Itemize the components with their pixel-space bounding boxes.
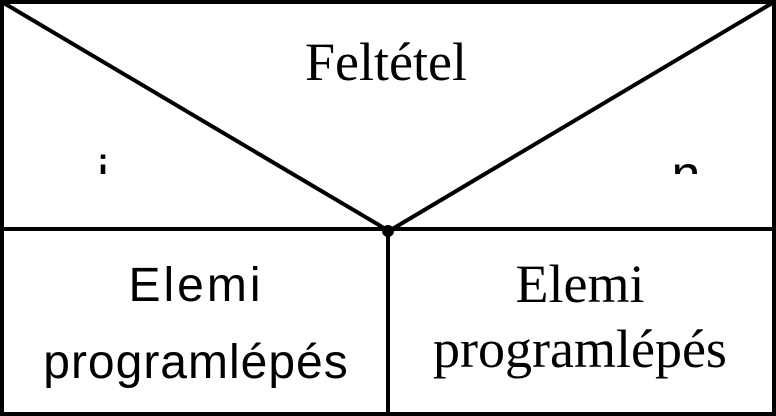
false-branch-step-line2: programlépés [433,319,727,379]
condition-right-diagonal [387,0,776,233]
condition-text: Feltétel [305,32,467,92]
false-branch-label: n [672,146,701,204]
false-branch-step-line1: Elemi [516,254,645,314]
true-branch-cell: Elemi programlépés [43,259,348,389]
true-branch-label: i [97,146,109,204]
true-branch-step-line1: Elemi [128,259,263,312]
junction-dot [382,225,394,237]
false-branch-cell: Elemi programlépés [433,254,727,379]
true-branch-step-line2: programlépés [43,336,348,389]
condition-left-diagonal [0,0,391,233]
